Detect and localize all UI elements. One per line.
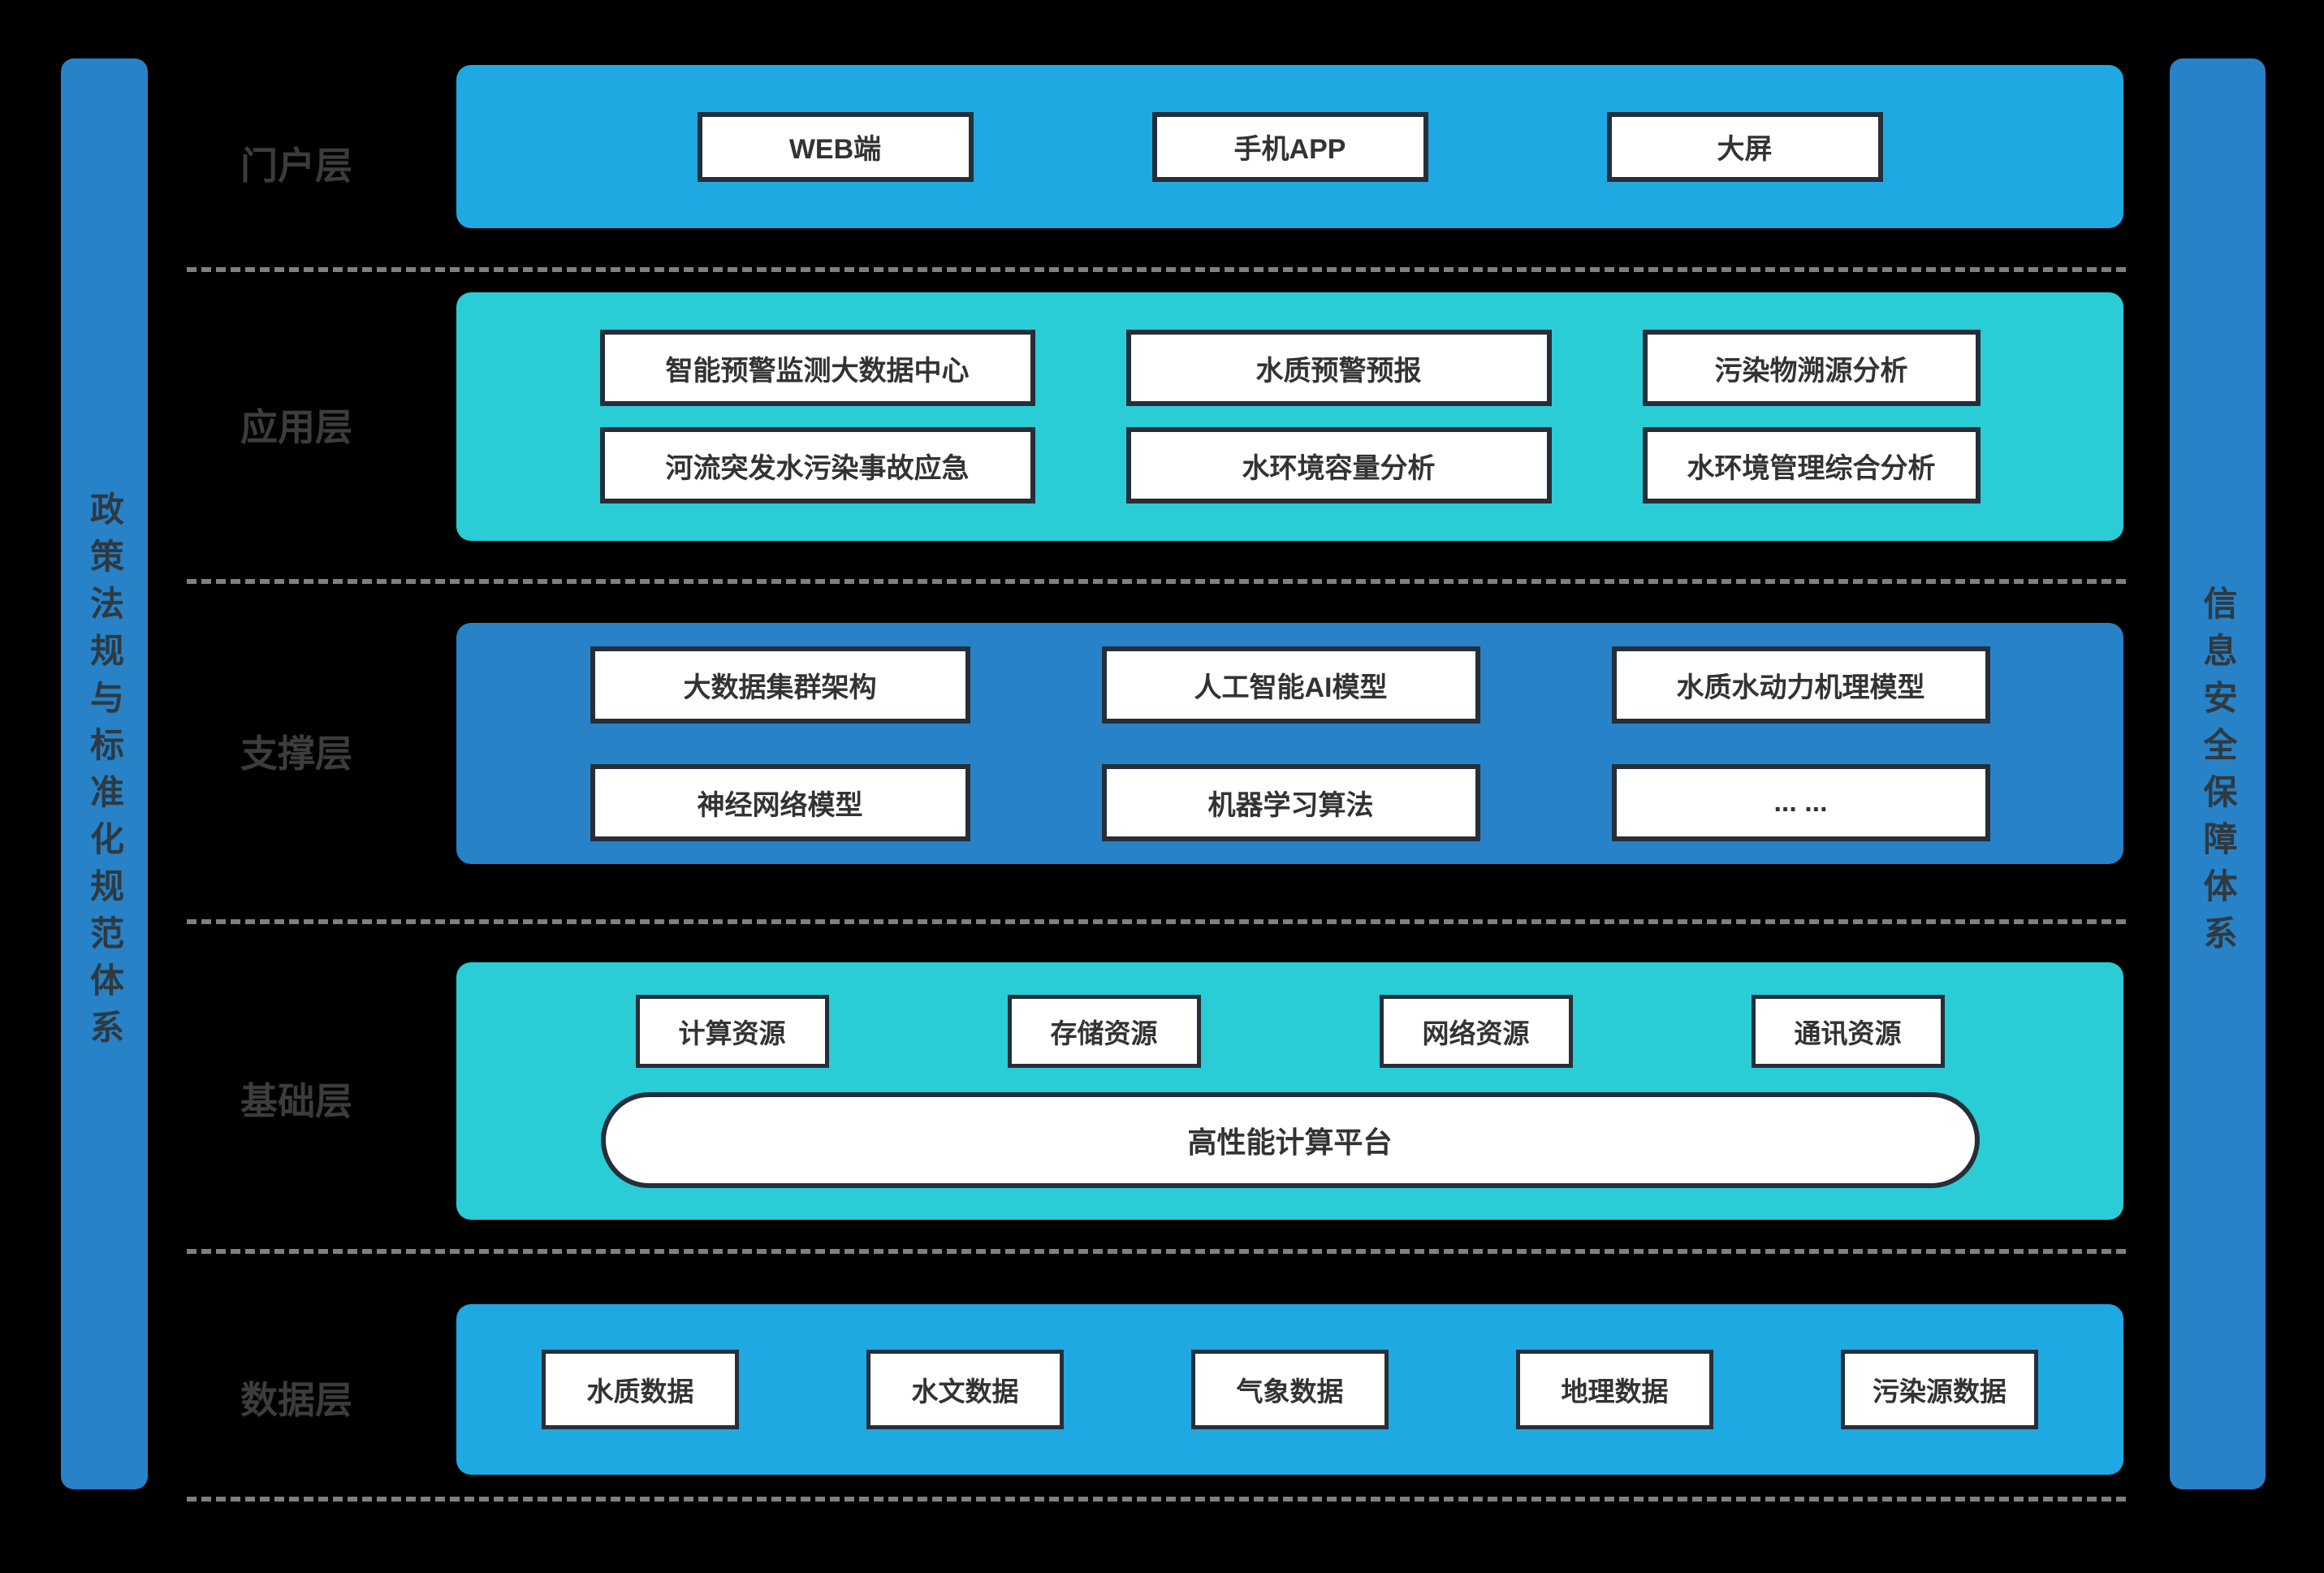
node-water-dynamics-model: 水质水动力机理模型 — [1611, 646, 1990, 724]
node-ellipsis: ... ... — [1611, 763, 1990, 841]
layer-label-portal: 门户层 — [240, 145, 352, 187]
layer-band-application: 智能预警监测大数据中心 水质预警预报 污染物溯源分析 河流突发水污染事故应急 水… — [456, 292, 2123, 541]
node-weather-data: 气象数据 — [1191, 1350, 1389, 1429]
node-storage-resource: 存储资源 — [1007, 994, 1201, 1068]
node-machine-learning: 机器学习算法 — [1101, 763, 1480, 841]
node-water-mgmt-comprehensive-analysis: 水环境管理综合分析 — [1642, 427, 1981, 503]
layer-label-data: 数据层 — [240, 1379, 352, 1421]
layer-band-foundation: 计算资源 存储资源 网络资源 通讯资源 高性能计算平台 — [456, 962, 2123, 1220]
node-web: WEB端 — [697, 111, 974, 182]
node-bigdata-cluster: 大数据集群架构 — [590, 646, 970, 724]
node-large-screen: 大屏 — [1606, 111, 1883, 182]
divider-5 — [187, 1497, 2126, 1502]
node-compute-resource: 计算资源 — [635, 994, 829, 1068]
layer-label-foundation: 基础层 — [240, 1080, 352, 1122]
layer-band-portal: WEB端 手机APP 大屏 — [456, 65, 2123, 228]
layer-label-application: 应用层 — [240, 406, 352, 448]
divider-3 — [187, 919, 2126, 924]
node-hpc-platform: 高性能计算平台 — [600, 1091, 1980, 1188]
node-water-quality-forecast: 水质预警预报 — [1125, 330, 1552, 406]
node-neural-network-model: 神经网络模型 — [590, 763, 970, 841]
divider-2 — [187, 579, 2126, 584]
info-security-label: 信息安全保障体系 — [2199, 586, 2237, 962]
node-pollution-source-data: 污染源数据 — [1841, 1350, 2038, 1429]
info-security-sidebar: 信息安全保障体系 — [2170, 58, 2266, 1489]
policy-regulation-sidebar: 政策法规与标准化规范体系 — [61, 58, 148, 1489]
policy-regulation-label: 政策法规与标准化规范体系 — [85, 491, 124, 1057]
node-geographic-data: 地理数据 — [1516, 1350, 1713, 1429]
layer-band-support: 大数据集群架构 人工智能AI模型 水质水动力机理模型 神经网络模型 机器学习算法… — [456, 623, 2123, 864]
node-water-quality-data: 水质数据 — [542, 1350, 739, 1429]
node-mobile-app: 手机APP — [1151, 111, 1428, 182]
node-comm-resource: 通讯资源 — [1751, 994, 1945, 1068]
node-pollutant-tracing-analysis: 污染物溯源分析 — [1642, 330, 1981, 406]
node-ai-model: 人工智能AI模型 — [1101, 646, 1480, 724]
node-water-capacity-analysis: 水环境容量分析 — [1125, 427, 1552, 503]
node-smart-warning-bigdata-center: 智能预警监测大数据中心 — [599, 330, 1035, 406]
layer-label-support: 支撑层 — [240, 732, 352, 775]
node-river-pollution-emergency: 河流突发水污染事故应急 — [599, 427, 1035, 503]
node-hydrology-data: 水文数据 — [866, 1350, 1064, 1429]
divider-4 — [187, 1249, 2126, 1254]
node-network-resource: 网络资源 — [1379, 994, 1573, 1068]
divider-1 — [187, 267, 2126, 272]
layer-band-data: 水质数据 水文数据 气象数据 地理数据 污染源数据 — [456, 1304, 2123, 1475]
